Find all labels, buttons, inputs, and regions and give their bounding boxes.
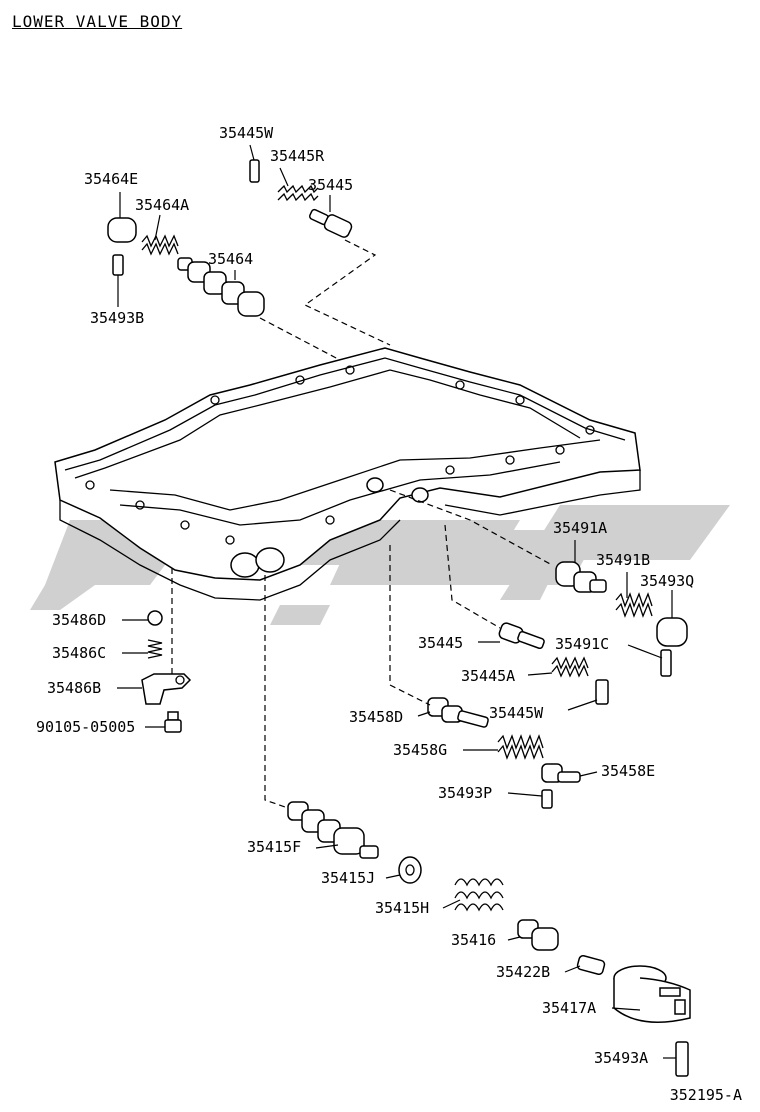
part-35445W-top-pin (249, 159, 260, 183)
part-35422B-pin (576, 955, 606, 975)
label-35458D: 35458D (349, 708, 404, 726)
part-35486B-bracket (141, 673, 192, 705)
label-35445W-top: 35445W (219, 124, 274, 142)
part-35415H-spring (454, 878, 504, 912)
part-35445-top-valve (308, 208, 353, 238)
leader-lines (117, 144, 676, 1059)
label-35416: 35416 (451, 931, 497, 949)
part-35417A-sleeve (613, 965, 691, 1023)
label-35493B: 35493B (90, 309, 145, 327)
label-35486D: 35486D (52, 611, 107, 629)
label-35445-mid: 35445 (418, 634, 464, 652)
part-35486C-spring (147, 639, 163, 659)
label-35458G: 35458G (393, 741, 448, 759)
part-90105-bolt (164, 711, 182, 733)
part-35493A-pin (675, 1041, 689, 1077)
part-35458G-spring (497, 734, 544, 760)
label-35417A: 35417A (542, 999, 597, 1017)
label-35415J: 35415J (321, 869, 376, 887)
part-35464A-spring (141, 234, 179, 256)
part-35493P-pin (541, 789, 553, 809)
part-35445A-spring (551, 656, 589, 678)
label-35464E: 35464E (84, 170, 139, 188)
label-35458E: 35458E (601, 762, 656, 780)
label-35486C: 35486C (52, 644, 107, 662)
part-35464-valve (177, 257, 265, 317)
part-35458E-valve (541, 763, 581, 783)
assembly-dashed-lines (171, 239, 553, 809)
part-35491B-spring (615, 592, 653, 618)
label-35493A: 35493A (594, 1049, 649, 1067)
valve-body-plate (54, 347, 641, 601)
label-35491A: 35491A (553, 519, 608, 537)
label-90105-05005: 90105-05005 (36, 718, 136, 736)
part-35445W-mid-pin (595, 679, 609, 705)
part-35464E-plug (107, 217, 137, 243)
part-35445R-spring (277, 184, 319, 202)
label-35491B: 35491B (596, 551, 651, 569)
part-35416-valve (517, 919, 559, 951)
part-35458D-valve (427, 697, 489, 728)
diagram-title: LOWER VALVE BODY (12, 12, 183, 31)
label-35464: 35464 (208, 250, 254, 268)
part-35493B-pin (112, 254, 124, 276)
label-35445A: 35445A (461, 667, 516, 685)
label-35422B: 35422B (496, 963, 551, 981)
part-35493Q-plug (656, 617, 688, 647)
label-35415F: 35415F (247, 838, 302, 856)
part-35491A-valve (555, 561, 607, 593)
label-35464A: 35464A (135, 196, 190, 214)
label-35415H: 35415H (375, 899, 430, 917)
label-35491C: 35491C (555, 635, 610, 653)
part-35415F-valve (287, 801, 379, 859)
diagram-code: 352195-A (669, 1086, 742, 1104)
part-35486D-ball (147, 610, 163, 626)
part-35491C-pin (660, 649, 672, 677)
label-35445-top: 35445 (308, 176, 354, 194)
part-35445-mid-valve (498, 622, 545, 650)
label-35493Q: 35493Q (640, 572, 695, 590)
label-35445R: 35445R (270, 147, 325, 165)
label-35445W-mid: 35445W (489, 704, 544, 722)
label-35493P: 35493P (438, 784, 493, 802)
label-35486B: 35486B (47, 679, 102, 697)
part-35415J-washer (398, 856, 422, 884)
